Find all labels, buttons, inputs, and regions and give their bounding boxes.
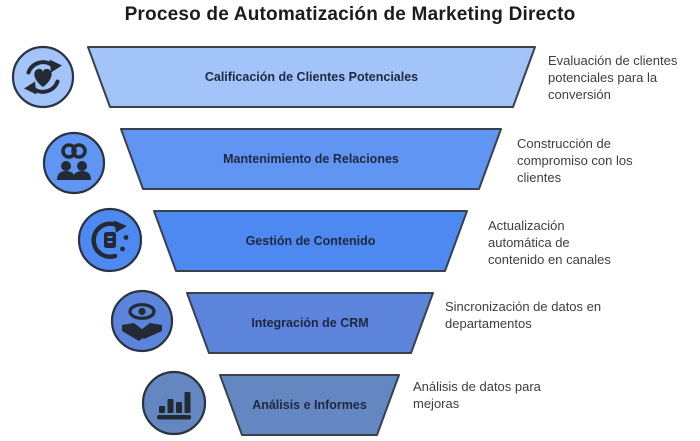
stage-description: Análisis de datos para mejoras	[413, 379, 541, 411]
content-refresh-icon	[91, 220, 129, 259]
funnel-stage-shape-5	[219, 374, 400, 436]
stage-description: Actualización automática de contenido en…	[488, 218, 611, 267]
handshake-eye-icon	[122, 303, 162, 341]
bar-chart-icon	[157, 392, 191, 420]
stage-label: Gestión de Contenido	[245, 234, 376, 248]
stage-label: Análisis e Informes	[252, 398, 367, 412]
funnel-stage-shape-1	[87, 46, 536, 108]
stage-icon-circle-5	[141, 370, 207, 436]
stage-icon-circle-2	[42, 131, 106, 195]
stage-description: Evaluación de clientes potenciales para …	[548, 53, 678, 102]
stage-label: Calificación de Clientes Potenciales	[204, 70, 419, 84]
people-sync-icon	[57, 143, 91, 180]
stage-icon-circle-4	[110, 289, 174, 353]
funnel-stage-shape-4	[186, 292, 434, 354]
heart-cycle-icon	[24, 59, 62, 95]
funnel-stage-shape-3	[153, 210, 468, 272]
stage-description: Construcción de compromiso con los clien…	[517, 136, 633, 185]
stage-label: Integración de CRM	[251, 316, 369, 330]
funnel-stage-shape-2	[120, 128, 502, 190]
diagram-title: Proceso de Automatización de Marketing D…	[124, 4, 576, 25]
stage-label: Mantenimiento de Relaciones	[223, 152, 399, 166]
stage-description: Sincronización de datos en departamentos	[445, 299, 602, 331]
